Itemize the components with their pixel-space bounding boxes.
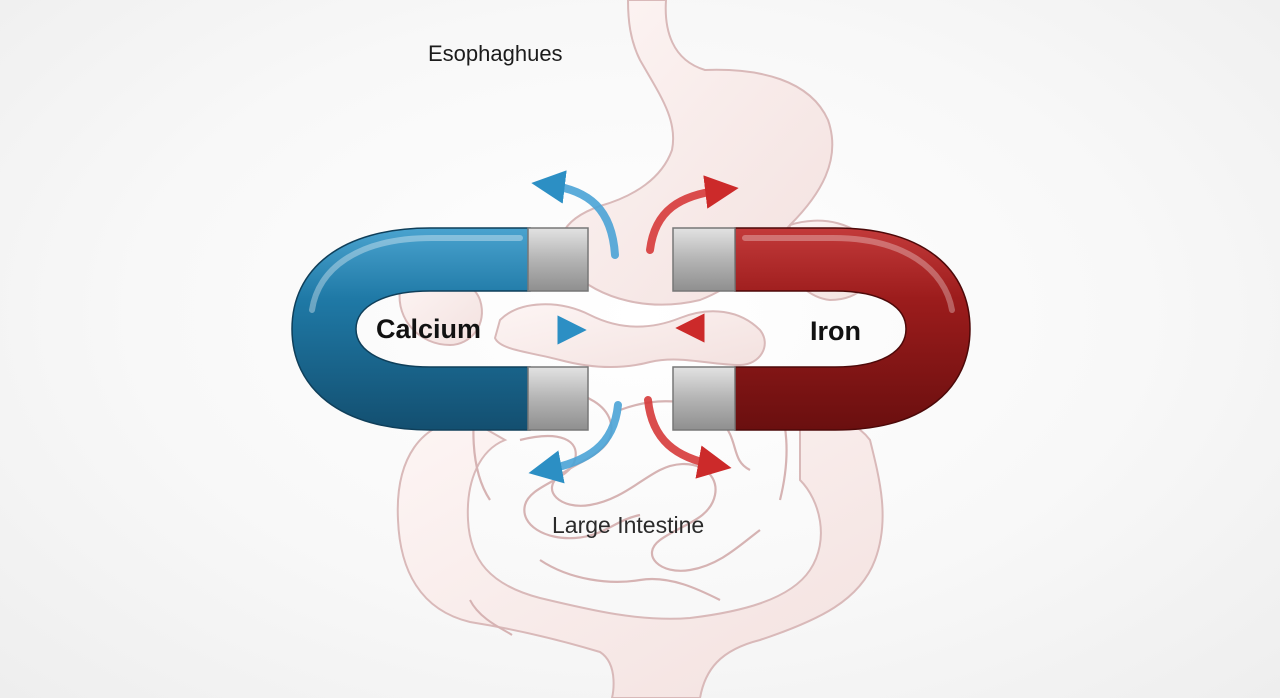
appendix-shape xyxy=(469,599,513,636)
calcium-magnet-pole-top xyxy=(527,227,589,292)
large-intestine-shape xyxy=(396,417,884,698)
esophagus-label: Esophaghues xyxy=(428,41,563,66)
calcium-arrow-up-icon xyxy=(531,170,619,259)
calcium-magnet-body xyxy=(291,227,531,431)
calcium-magnet xyxy=(291,227,589,431)
large-intestine-label: Large Intestine xyxy=(552,512,705,538)
calcium-magnet-pole-bottom xyxy=(527,366,589,431)
iron-arrow-up-icon xyxy=(646,175,739,254)
iron-label: Iron xyxy=(810,316,861,346)
duodenum-shape xyxy=(493,303,766,369)
iron-magnet-body xyxy=(734,227,971,431)
iron-magnet-pole-bottom xyxy=(672,366,736,431)
iron-arrow-down-icon xyxy=(644,396,732,479)
calcium-label: Calcium xyxy=(376,314,482,344)
calcium-magnet-highlight xyxy=(309,235,523,313)
iron-magnet-pole-top xyxy=(672,227,736,292)
digestive-tract xyxy=(396,0,884,698)
calcium-arrow-down-icon xyxy=(528,401,622,484)
iron-magnet xyxy=(672,227,971,431)
iron-magnet-highlight xyxy=(742,235,955,313)
force-arrows xyxy=(486,170,759,484)
